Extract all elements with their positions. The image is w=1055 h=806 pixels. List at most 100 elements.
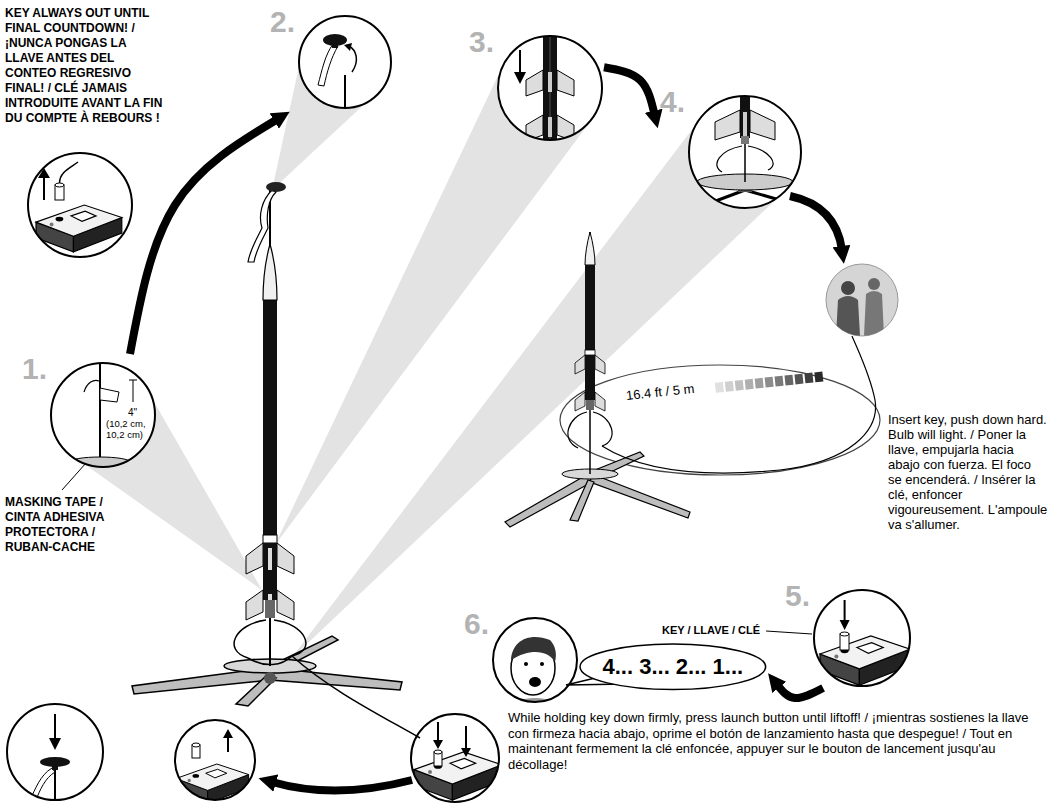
rocket bbox=[263, 543, 277, 600]
inset-ground bbox=[689, 96, 801, 208]
step-inset: 1. 4"(10,2 cm, 10,2 cm) bbox=[22, 354, 157, 469]
countdown-face bbox=[524, 662, 528, 666]
launch-controller-inset bbox=[461, 748, 471, 757]
launch-pad bbox=[132, 636, 402, 706]
distance-loop bbox=[560, 365, 880, 475]
key-out-inset bbox=[55, 183, 64, 187]
tape-inset bbox=[84, 380, 99, 392]
inset-ground bbox=[28, 153, 132, 257]
key-removed-inset bbox=[227, 736, 229, 752]
inset-ground bbox=[814, 590, 910, 686]
step-number: 4. bbox=[660, 87, 685, 117]
text-holder: 1. bbox=[22, 354, 47, 384]
safety-cap-inset bbox=[30, 714, 70, 805]
launch-wire bbox=[292, 656, 420, 738]
distance-loop bbox=[765, 377, 774, 388]
leader-line bbox=[766, 631, 812, 634]
leader-line bbox=[62, 463, 812, 634]
pad-closeup-inset bbox=[697, 96, 793, 205]
speech-bubble: 4... 3... 2... 1... bbox=[580, 644, 766, 690]
kids-photo bbox=[826, 264, 898, 336]
key-out-inset bbox=[60, 162, 79, 183]
step-arrow bbox=[604, 67, 655, 114]
launch-pad-small bbox=[568, 336, 876, 473]
rocket bbox=[263, 535, 277, 543]
instruction-text: While holding key down firmly, press lau… bbox=[508, 710, 1048, 772]
safety-cap-inset bbox=[49, 738, 61, 750]
text-holder: (10,2 cm, 10,2 cm) bbox=[106, 419, 152, 440]
launch-pad bbox=[266, 182, 286, 192]
launch-controller-inset bbox=[437, 722, 439, 742]
tape-inset bbox=[129, 380, 137, 381]
distance-loop bbox=[785, 375, 794, 386]
inset-circle bbox=[814, 590, 910, 686]
key-in-inset bbox=[844, 600, 846, 622]
rocket bbox=[246, 244, 294, 620]
pad-closeup-inset bbox=[743, 112, 747, 136]
inset-circle bbox=[493, 618, 577, 702]
step-number: 5. bbox=[785, 581, 810, 611]
launch-pad-small bbox=[585, 265, 595, 350]
inset-ground bbox=[51, 363, 155, 467]
launch-pad-small bbox=[568, 412, 587, 448]
text-holder: 2. bbox=[270, 7, 295, 37]
inset-circle bbox=[689, 96, 801, 208]
inset-border bbox=[7, 704, 103, 800]
kids-photo bbox=[868, 278, 880, 290]
text-holder: 4" bbox=[128, 407, 137, 419]
dimension-label: 4" bbox=[128, 407, 137, 419]
launch-pad-small bbox=[585, 350, 595, 355]
distance-loop bbox=[814, 372, 823, 383]
inset-border bbox=[411, 714, 499, 802]
launch-pad-small bbox=[602, 336, 876, 473]
tape-inset bbox=[70, 360, 137, 470]
key-removed-inset bbox=[192, 743, 200, 747]
dimension-label: (10,2 cm, 10,2 cm) bbox=[106, 419, 152, 440]
pad-closeup-inset bbox=[715, 110, 775, 140]
kids-photo bbox=[841, 281, 855, 295]
tape-inset bbox=[100, 388, 119, 402]
instruction-text: Insert key, push down hard. Bulb will li… bbox=[888, 412, 1048, 532]
countdown-face bbox=[529, 677, 541, 687]
rocket-slide-inset bbox=[548, 117, 552, 137]
step-arrow bbox=[130, 119, 278, 354]
distance-loop bbox=[755, 378, 764, 389]
distance-loop bbox=[715, 382, 724, 393]
inset-circle bbox=[498, 36, 602, 140]
distance-loop bbox=[715, 372, 823, 393]
step-number: 1. bbox=[22, 354, 47, 384]
launch-pad-small bbox=[585, 355, 595, 400]
key-removed-inset bbox=[223, 729, 233, 738]
part-label: KEY / LLAVE / CLÉ bbox=[600, 624, 760, 637]
launch-controller-inset bbox=[433, 740, 443, 749]
step-inset: 5. bbox=[785, 581, 912, 688]
rocket bbox=[263, 244, 277, 300]
step-arrow bbox=[777, 684, 823, 698]
inset-border bbox=[7, 153, 499, 802]
launch-pad bbox=[264, 672, 276, 684]
rocket-slide-inset bbox=[519, 50, 521, 74]
warning-note: KEY ALWAYS OUT UNTIL FINAL COUNTDOWN! / … bbox=[5, 6, 163, 126]
step-number: 6. bbox=[464, 609, 489, 639]
leader-line bbox=[62, 463, 86, 490]
distance-loop bbox=[804, 373, 813, 384]
rocket-slide-inset bbox=[543, 30, 557, 150]
key-out-inset bbox=[36, 205, 122, 252]
text-holder: KEY / LLAVE / CLÉ bbox=[600, 624, 760, 637]
launch-controller-inset bbox=[434, 750, 442, 754]
text-holder: MASKING TAPE / CINTA ADHESIVA PROTECTORA… bbox=[5, 495, 127, 555]
rocket-slide-inset bbox=[514, 72, 526, 84]
inset-circle bbox=[51, 363, 155, 467]
kids-photo bbox=[836, 278, 884, 336]
countdown-text: 4... 3... 2... 1... bbox=[603, 654, 744, 679]
cap-inset bbox=[318, 44, 338, 86]
rocket bbox=[246, 590, 294, 620]
part-label: MASKING TAPE / CINTA ADHESIVA PROTECTORA… bbox=[5, 495, 127, 555]
pad-closeup-inset bbox=[741, 136, 749, 144]
distance-loop bbox=[745, 379, 754, 390]
countdown-face bbox=[540, 662, 544, 666]
step-number: 3. bbox=[469, 27, 494, 57]
launch-pad-small bbox=[590, 474, 690, 518]
inset-circle bbox=[299, 16, 391, 108]
